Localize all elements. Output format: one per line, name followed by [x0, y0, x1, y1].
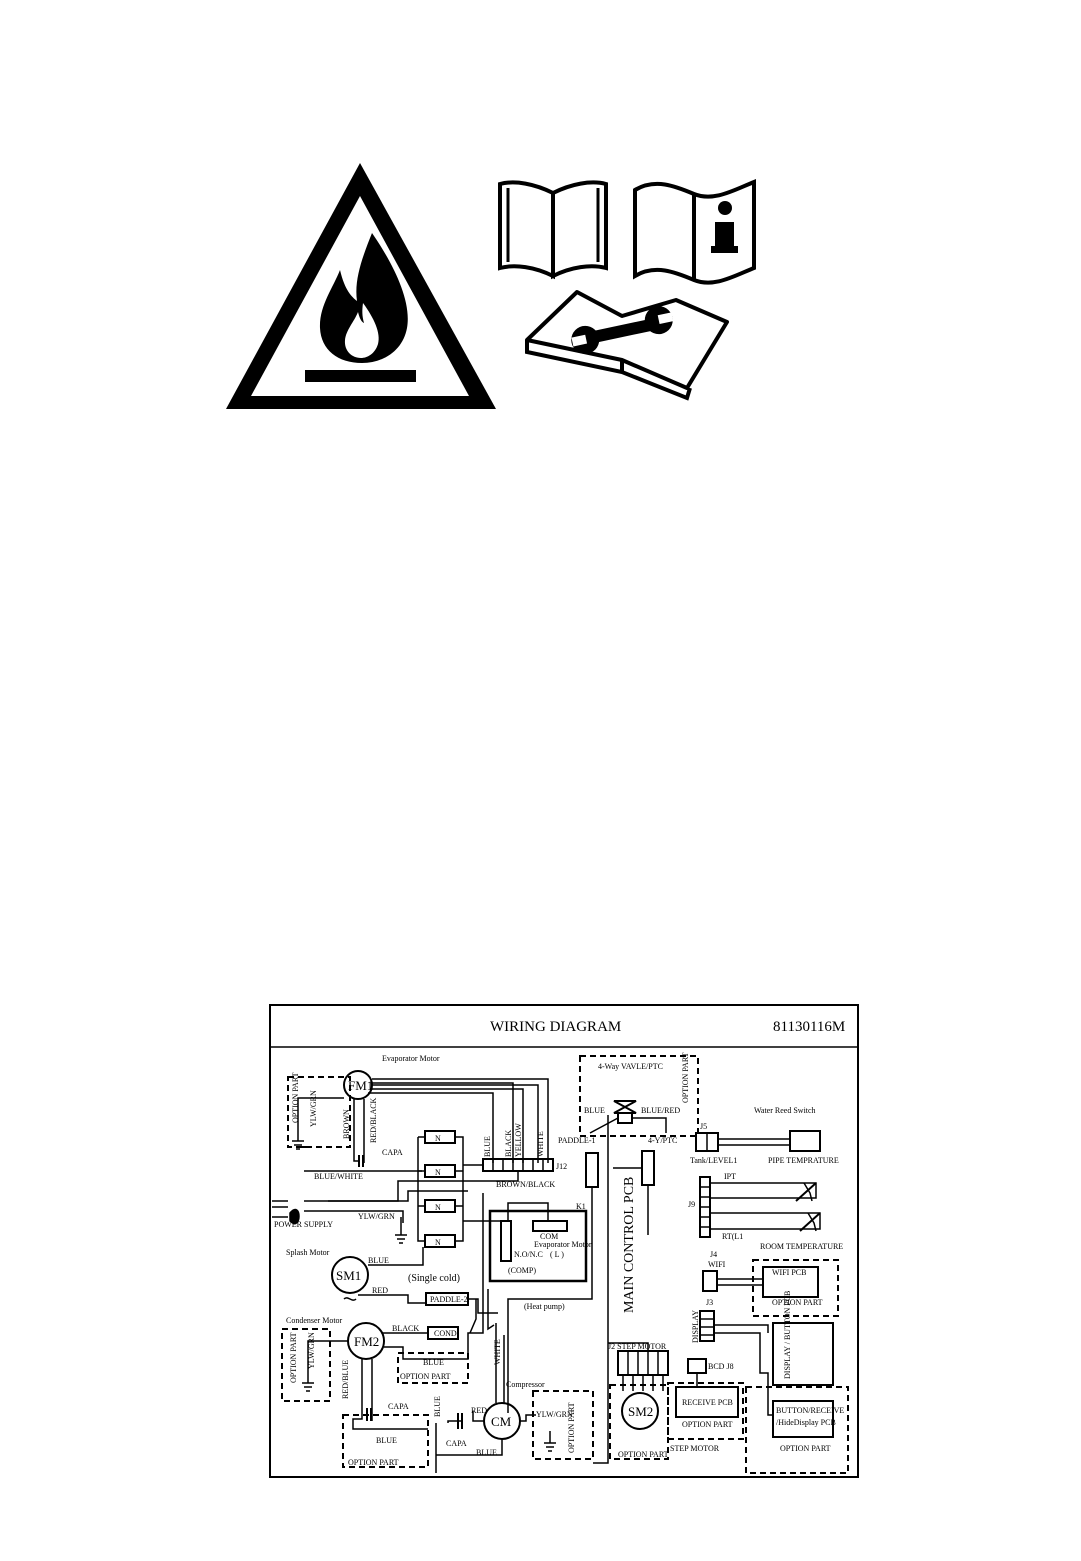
- tank-level-label: Tank/LEVEL1: [690, 1156, 737, 1165]
- white-fm2-label: WHITE: [493, 1339, 502, 1365]
- wiring-diagram: WIRING DIAGRAM 81130116M: [269, 1004, 859, 1478]
- j5-label: J5: [700, 1122, 707, 1131]
- sm2-label: SM2: [628, 1404, 653, 1419]
- blue-fm2-label: BLUE: [423, 1358, 444, 1367]
- blue-white-label: BLUE/WHITE: [314, 1172, 363, 1181]
- option-part-label-3: OPTION PART: [348, 1458, 399, 1467]
- blue-bottom-label: BLUE: [376, 1436, 397, 1445]
- blue-sm1-label: BLUE: [368, 1256, 389, 1265]
- fm2-label: FM2: [354, 1334, 379, 1349]
- j12-label: J12: [556, 1162, 567, 1171]
- n-relay-1: N: [435, 1134, 441, 1143]
- evaporator-motor-label: Evaporator Motor: [382, 1054, 440, 1063]
- paddle-2-label: PADDLE-2: [430, 1295, 467, 1304]
- fourway-valve-label: 4-Way VAVLE/PTC: [598, 1062, 663, 1071]
- step-motor-label: STEP MOTOR: [670, 1444, 720, 1453]
- j4-label: J4: [710, 1250, 717, 1259]
- display-label: DISPLAY: [691, 1310, 700, 1343]
- ylw-grn-cm-label: YLW/GRN: [536, 1410, 573, 1419]
- operator-manual-icon: [498, 180, 608, 280]
- compressor-label: Compressor: [506, 1380, 545, 1389]
- n-relay-4: N: [435, 1238, 441, 1247]
- j3-label: J3: [706, 1298, 713, 1307]
- evaporator-motor-relay-label: Evaporator Motor: [534, 1240, 592, 1249]
- option-part-sm2-label: OPTION PART: [618, 1450, 669, 1459]
- option-part-wifi-label: OPTION PART: [772, 1298, 823, 1307]
- pipe-temperature-label: PIPE TEMPRATURE: [768, 1156, 839, 1165]
- j2-step-motor-label: J2 STEP MOTOR: [608, 1342, 667, 1351]
- j9-label: J9: [688, 1200, 695, 1209]
- blue-j12-label: BLUE: [483, 1136, 492, 1157]
- diagram-code: 81130116M: [773, 1019, 845, 1035]
- paddle-1-label: PADDLE-1: [558, 1136, 595, 1145]
- n-relay-2: N: [435, 1168, 441, 1177]
- l-label: ( L ): [550, 1250, 564, 1259]
- button-receive-label: BUTTON/RECEIVE: [776, 1406, 844, 1415]
- black-fm2-label: BLACK: [392, 1324, 419, 1333]
- ylw-grn-label-1: YLW/GRN: [309, 1090, 318, 1127]
- ylw-grn-ps-label: YLW/GRN: [358, 1212, 395, 1221]
- rt-l1-label: RT(L1: [722, 1232, 743, 1241]
- main-control-pcb-label: MAIN CONTROL PCB: [622, 1177, 637, 1313]
- capa-label-1: CAPA: [382, 1148, 403, 1157]
- option-part-label-1: OPTION PART: [291, 1072, 300, 1123]
- flammable-warning-icon: [226, 163, 496, 409]
- red-blue-label: RED/BLUE: [341, 1360, 350, 1399]
- no-nc-label: N.O/N.C: [514, 1250, 543, 1259]
- white-j12-label: WHITE: [536, 1131, 545, 1157]
- option-part-receive-label: OPTION PART: [682, 1420, 733, 1429]
- splash-motor-label: Splash Motor: [286, 1248, 330, 1257]
- option-part-valve-label: OPTION PART: [681, 1052, 690, 1103]
- bcd-j8-label: BCD J8: [708, 1362, 734, 1371]
- option-part-label-2: OPTION PART: [289, 1332, 298, 1383]
- service-manual-icon: [525, 290, 729, 401]
- ipt-label: IPT: [724, 1172, 736, 1181]
- power-supply-label: POWER SUPPLY: [274, 1220, 333, 1229]
- option-part-fm2-label: OPTION PART: [400, 1372, 451, 1381]
- option-part-button-label: OPTION PART: [780, 1444, 831, 1453]
- blue-cm2-label: BLUE: [476, 1448, 497, 1457]
- condenser-motor-label: Condenser Motor: [286, 1316, 343, 1325]
- cond-label: COND: [434, 1329, 457, 1338]
- room-temperature-label: ROOM TEMPERATURE: [760, 1242, 843, 1251]
- black-j12-label: BLACK: [504, 1130, 513, 1157]
- safety-symbols: [226, 163, 756, 409]
- red-black-label: RED/BLACK: [369, 1097, 378, 1143]
- receive-pcb-label: RECEIVE PCB: [682, 1398, 733, 1407]
- blue-red-label: BLUE/RED: [641, 1106, 680, 1115]
- red-sm1-label: RED: [372, 1286, 388, 1295]
- display-button-pcb-label: DISPLAY / BUTTON PCB: [783, 1291, 792, 1379]
- blue-valve-label: BLUE: [584, 1106, 605, 1115]
- brown-black-label: BROWN/BLACK: [496, 1180, 555, 1189]
- brown-label: BROWN: [342, 1109, 351, 1139]
- red-cm-label: RED: [471, 1406, 487, 1415]
- capa-cm-label: CAPA: [446, 1439, 467, 1448]
- fm1-label: FM1: [348, 1078, 373, 1093]
- water-reed-switch-label: Water Reed Switch: [754, 1106, 816, 1115]
- option-part-cm-label: OPTION PART: [567, 1402, 576, 1453]
- ylw-grn-label-2: YLW/GRN: [307, 1332, 316, 1369]
- information-icon: [633, 179, 756, 285]
- sm1-label: SM1: [336, 1268, 361, 1283]
- cm-label: CM: [491, 1414, 512, 1429]
- blue-cm1-label: BLUE: [433, 1396, 442, 1417]
- k1-label: K1: [576, 1202, 586, 1211]
- diagram-title: WIRING DIAGRAM: [490, 1019, 621, 1035]
- comp-label: (COMP): [508, 1266, 536, 1275]
- wifi-pcb-label: WIFI PCB: [772, 1268, 806, 1277]
- fourway-ptc-label: 4-Y/PTC: [648, 1136, 677, 1145]
- com-label: COM: [540, 1232, 558, 1241]
- single-cold-label: (Single cold): [408, 1273, 460, 1284]
- yellow-j12-label: YELLOW: [514, 1123, 523, 1157]
- n-relay-3: N: [435, 1203, 441, 1212]
- heat-pump-label: (Heat pump): [524, 1302, 565, 1311]
- capa-label-2: CAPA: [388, 1402, 409, 1411]
- wifi-label: WIFI: [708, 1260, 726, 1269]
- hide-display-pcb-label: /HideDisplay PCB: [776, 1418, 836, 1427]
